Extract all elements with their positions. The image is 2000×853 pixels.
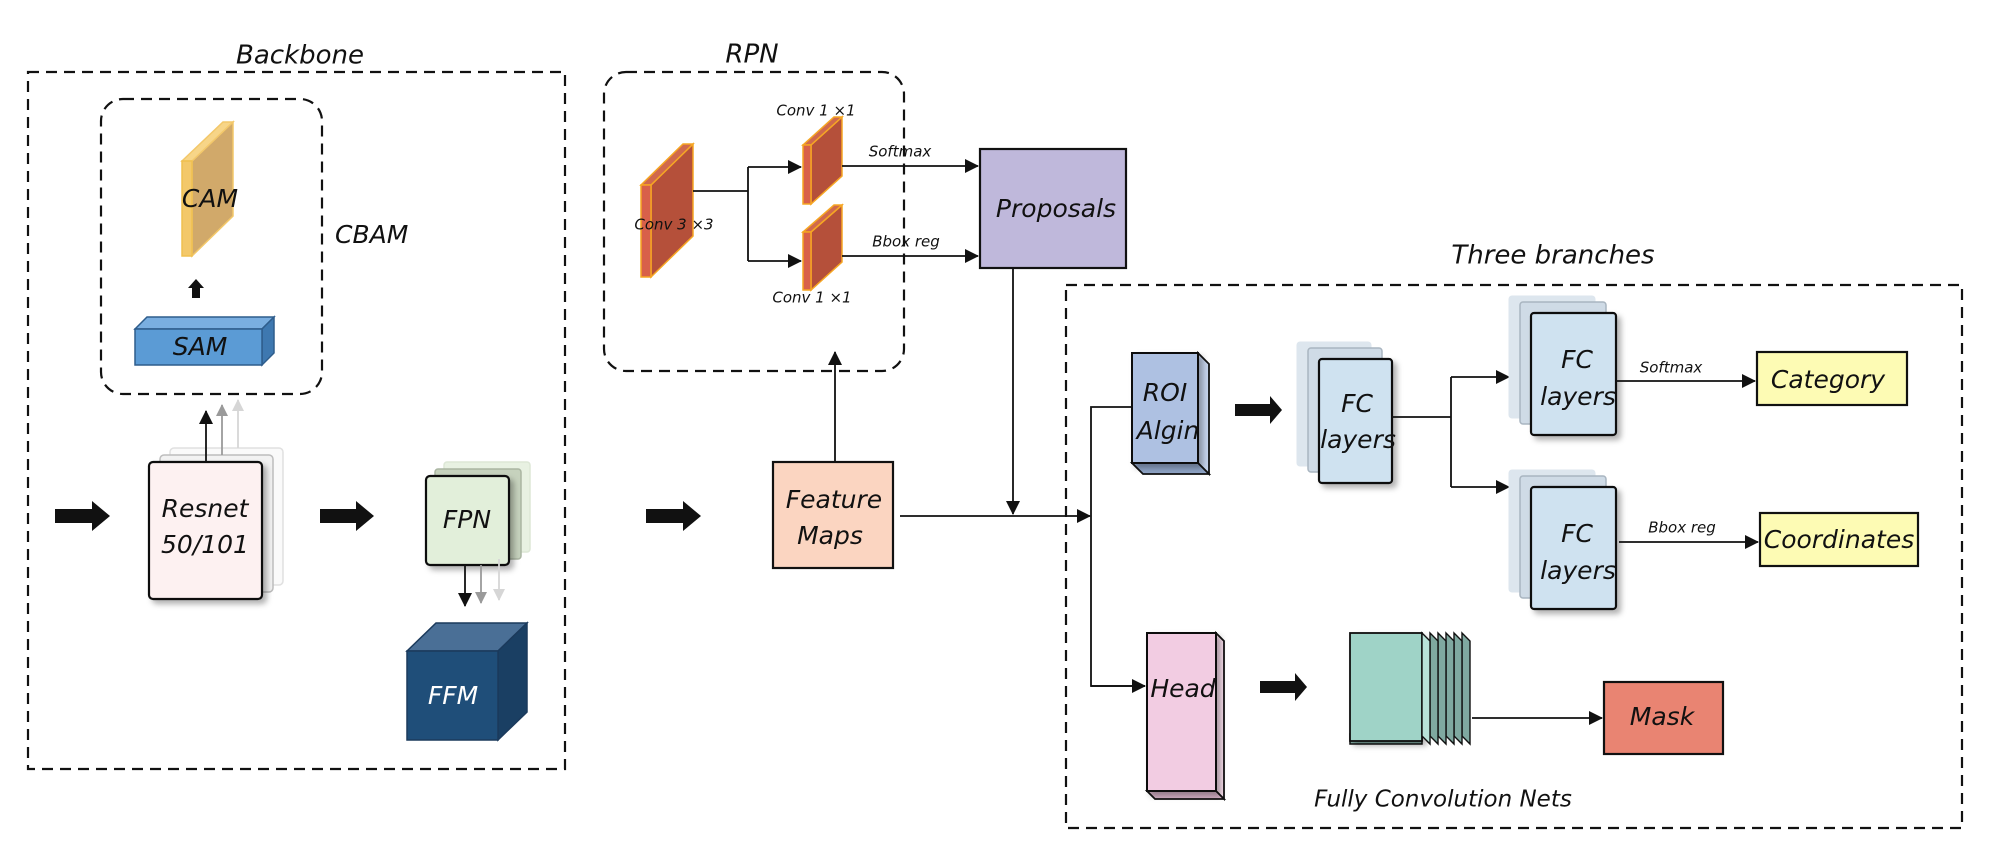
fcn-layer-slab: [1421, 631, 1431, 746]
category-label: Category: [1771, 365, 1886, 394]
sam-label: SAM: [173, 332, 228, 361]
conv1x1-top-block: [801, 115, 844, 206]
resnet-label-line1: Resnet: [162, 494, 250, 523]
fc-top-label-line1: FC: [1561, 345, 1593, 374]
fcn-block: [1349, 631, 1471, 746]
resnet-label-line2: 50/101: [161, 530, 249, 559]
head-to-fcn-arrow-icon: [1260, 673, 1307, 701]
conv3x3-block: [639, 142, 695, 279]
fc-bottom-label-line2: layers: [1540, 556, 1616, 585]
branch-softmax-label: Softmax: [1640, 359, 1703, 377]
sam-block: SAM: [133, 315, 276, 367]
rpn-box: [602, 70, 906, 373]
rpn-section: RPN Conv 3 ×3 Conv 1 ×1 Conv 1 ×1: [602, 40, 979, 373]
roi-label-line2: Algin: [1135, 416, 1200, 445]
fc-top-label-line2: layers: [1540, 382, 1616, 411]
branches-section: Three branches ROI Algin FC layers: [1064, 241, 1964, 830]
fcn-layer-slab: [1461, 631, 1471, 746]
roi-to-fc-arrow-icon: [1235, 396, 1282, 424]
fc-mid-label-line1: FC: [1341, 389, 1373, 418]
fcn-layer-slab: [1437, 631, 1447, 746]
coordinates-label: Coordinates: [1764, 525, 1915, 554]
resnet-block: Resnet 50/101: [147, 447, 284, 601]
fcn-label: Fully Convolution Nets: [1314, 787, 1572, 813]
ffm-label: FFM: [428, 681, 478, 710]
rpn-softmax-label: Softmax: [869, 143, 932, 161]
ffm-block: FFM: [405, 621, 529, 742]
backbone-section: Backbone CBAM CAM SAM Resnet: [26, 41, 567, 771]
roi-label-line1: ROI: [1143, 378, 1187, 407]
cbam-box: [99, 97, 324, 396]
cbam-label: CBAM: [335, 220, 408, 249]
fcn-layer-slab: [1445, 631, 1455, 746]
feature-maps-label-line2: Maps: [797, 521, 863, 550]
cam-block: CAM: [180, 120, 238, 258]
proposals-label: Proposals: [996, 194, 1116, 223]
fpn-label: FPN: [443, 505, 491, 534]
head-label: Head: [1150, 674, 1215, 703]
rpn-bbox-label: Bbox reg: [872, 233, 940, 251]
fc-layers-top: FC layers: [1508, 295, 1618, 437]
up-arrow-icon: [188, 279, 204, 298]
conv1x1-bottom-block: [800, 203, 845, 292]
fcn-layer-slab: [1453, 631, 1463, 746]
fcn-layer-slab: [1429, 631, 1439, 746]
feature-maps-block: Feature Maps: [771, 460, 895, 570]
branches-title: Three branches: [1451, 241, 1654, 271]
resnet-to-fpn-arrow-icon: [320, 501, 374, 531]
fpn-block: FPN: [424, 461, 531, 567]
coordinates-block: Coordinates: [1758, 511, 1920, 568]
fc-mid-label-line2: layers: [1320, 425, 1396, 454]
fc-layers-middle: FC layers: [1296, 341, 1396, 485]
head-block: Head: [1144, 630, 1227, 802]
rpn-title: RPN: [725, 40, 778, 70]
backbone-title: Backbone: [236, 41, 364, 71]
backbone-box: [26, 70, 567, 771]
mask-block: Mask: [1602, 680, 1725, 756]
category-block: Category: [1755, 350, 1909, 407]
fc-bottom-label-line1: FC: [1561, 519, 1593, 548]
roi-align-block: ROI Algin: [1129, 350, 1212, 477]
conv1x1-bottom-label: Conv 1 ×1: [772, 289, 851, 307]
branch-bbox-label: Bbox reg: [1648, 519, 1716, 537]
cam-label: CAM: [182, 184, 238, 213]
conv1x1-top-label: Conv 1 ×1: [776, 102, 855, 120]
conv3x3-label: Conv 3 ×3: [634, 216, 713, 234]
mask-label: Mask: [1630, 702, 1696, 731]
feature-maps-label-line1: Feature: [786, 485, 882, 514]
proposals-block: Proposals: [978, 147, 1128, 270]
input-arrow-icon: [55, 501, 110, 531]
input-to-feature-maps-arrow-icon: [646, 501, 701, 531]
fc-layers-bottom: FC layers: [1508, 469, 1618, 611]
